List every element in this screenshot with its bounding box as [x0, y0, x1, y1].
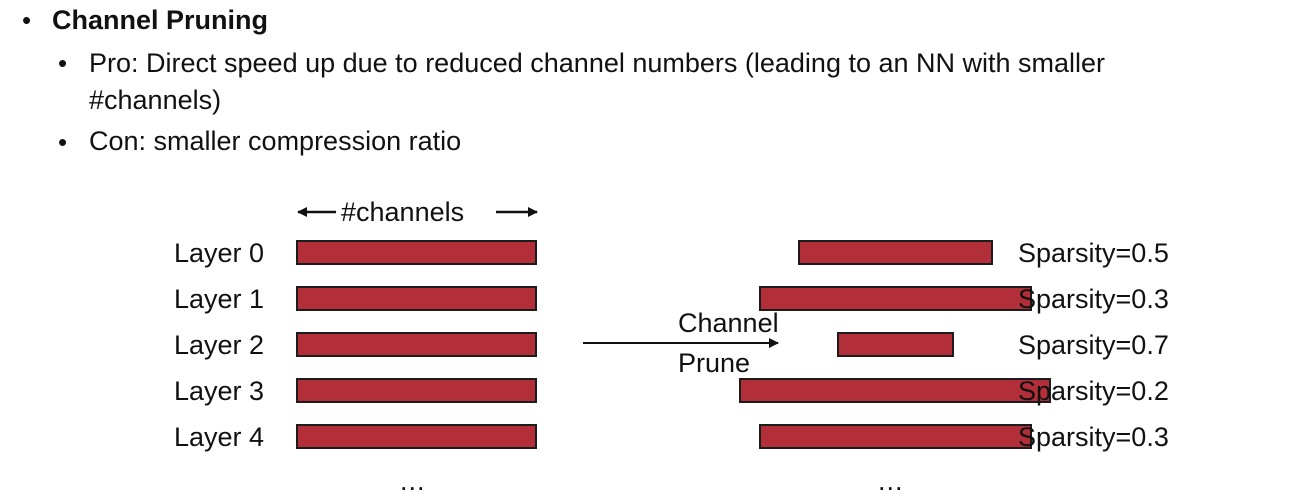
prune-label-bottom: Prune: [678, 348, 751, 378]
sparsity-label: Sparsity=0.5: [1018, 238, 1169, 268]
ellipsis-original: ...: [400, 466, 426, 496]
layer-label: Layer 1: [174, 284, 265, 314]
sparsity-label: Sparsity=0.2: [1018, 376, 1169, 406]
layer-label: Layer 0: [174, 238, 265, 268]
sparsity-label: Sparsity=0.7: [1018, 330, 1169, 360]
pruned-layer-bar: [759, 286, 1032, 311]
layer-label: Layer 4: [174, 422, 265, 452]
original-layer-bar: [296, 424, 537, 449]
layer-label: Layer 2: [174, 330, 265, 360]
original-layer-bar: [296, 286, 537, 311]
prune-label-top: Channel: [678, 308, 779, 338]
pruned-layer-bar: [798, 240, 993, 265]
bullet-dot: •: [58, 48, 68, 78]
channels-label: #channels: [341, 197, 465, 227]
pruned-layer-bar: [759, 424, 1032, 449]
sparsity-label: Sparsity=0.3: [1018, 422, 1169, 452]
layer-label: Layer 3: [174, 376, 265, 406]
bullet-dot: •: [22, 5, 32, 35]
pro-bullet-line1: Pro: Direct speed up due to reduced chan…: [89, 48, 1106, 78]
pruned-layer-bar: [739, 378, 1051, 403]
original-layer-bar: [296, 378, 537, 403]
original-layer-bar: [296, 332, 537, 357]
pruned-layer-bar: [837, 332, 954, 357]
original-layer-bar: [296, 240, 537, 265]
con-bullet: Con: smaller compression ratio: [89, 126, 462, 156]
ellipsis-pruned: ...: [878, 466, 904, 496]
bullet-dot: •: [58, 127, 68, 157]
sparsity-label: Sparsity=0.3: [1018, 284, 1169, 314]
pro-bullet-line2: #channels): [89, 85, 222, 115]
slide-heading: Channel Pruning: [52, 5, 268, 35]
